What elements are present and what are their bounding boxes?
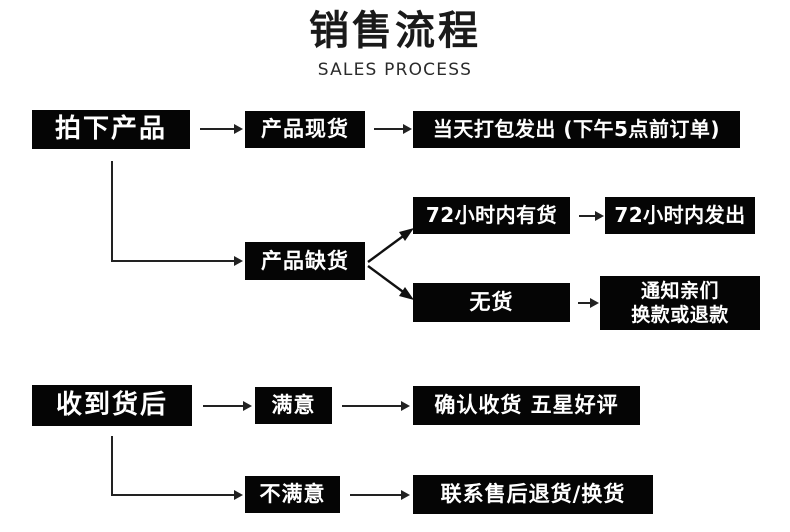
arrowhead-unsatisfied xyxy=(234,490,243,500)
connector-order-placed-to-in-stock xyxy=(200,128,234,130)
page-title: 销售流程 xyxy=(309,8,481,54)
arrowhead-after-sales-return xyxy=(401,490,410,500)
connector-received-to-satisfied xyxy=(203,405,243,407)
connector-received-elbow-vertical xyxy=(111,436,113,496)
node-satisfied: 满意 xyxy=(255,387,332,424)
node-notify-customer: 通知亲们 换款或退款 xyxy=(600,276,760,330)
node-same-day-ship: 当天打包发出 (下午5点前订单) xyxy=(413,111,740,148)
connector-order-placed-elbow-horizontal xyxy=(111,260,235,262)
connector-restock-to-ship-72h xyxy=(579,215,595,217)
connector-order-placed-elbow-vertical xyxy=(111,161,113,262)
arrowhead-out-of-stock xyxy=(234,256,243,266)
node-ship-72h: 72小时内发出 xyxy=(605,197,755,234)
node-confirm-five-star: 确认收货 五星好评 xyxy=(413,386,640,425)
page-subtitle: SALES PROCESS xyxy=(317,60,473,80)
arrowhead-satisfied xyxy=(243,401,252,411)
connector-satisfied-to-confirm xyxy=(342,405,402,407)
connector-out-of-stock-branches xyxy=(367,228,414,300)
arrowhead-in-stock xyxy=(234,124,243,134)
node-after-sales-return: 联系售后退货/换货 xyxy=(413,475,653,514)
node-no-stock: 无货 xyxy=(413,283,570,322)
arrowhead-confirm-five-star xyxy=(401,401,410,411)
arrowhead-ship-72h xyxy=(595,211,604,221)
node-restock-72h: 72小时内有货 xyxy=(413,197,570,234)
node-received-goods: 收到货后 xyxy=(32,385,192,426)
connector-in-stock-to-same-day-ship xyxy=(374,128,403,130)
connector-no-stock-to-notify xyxy=(578,302,591,304)
connector-unsatisfied-to-after-sales xyxy=(350,494,402,496)
connector-received-elbow-horizontal xyxy=(111,494,235,496)
node-out-of-stock: 产品缺货 xyxy=(245,242,365,280)
arrowhead-same-day-ship xyxy=(403,124,412,134)
node-in-stock: 产品现货 xyxy=(245,111,365,148)
arrowhead-notify-customer xyxy=(590,298,599,308)
node-order-placed: 拍下产品 xyxy=(32,110,190,149)
node-unsatisfied: 不满意 xyxy=(245,476,340,513)
